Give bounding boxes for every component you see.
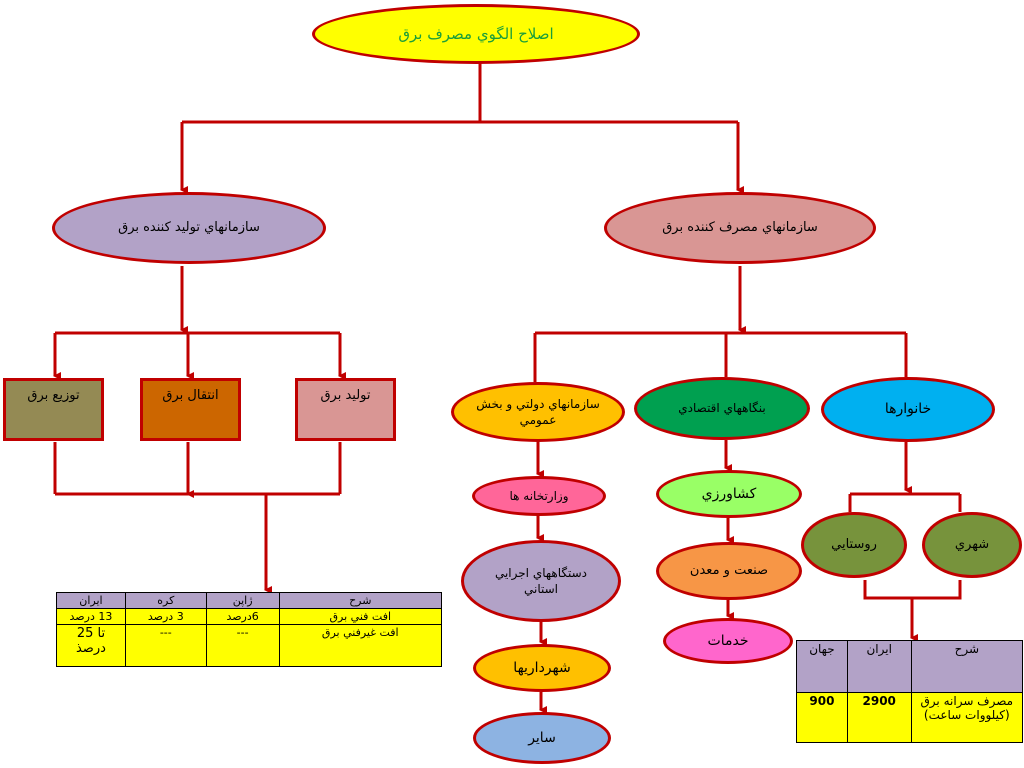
urban-label: شهري bbox=[954, 537, 990, 553]
households-node: خانوارها bbox=[821, 377, 995, 442]
table-cell: 6درصد bbox=[205, 608, 280, 625]
municipalities-label: شهرداريها bbox=[513, 659, 571, 676]
table-header-cell: ايران bbox=[846, 640, 912, 693]
table-cell: --- bbox=[124, 624, 207, 667]
table-cell: افت فني برق bbox=[278, 608, 443, 625]
enterprises-label: بنگاههاي اقتصادي bbox=[678, 401, 766, 416]
table-header-row: شرح ژاپن كره ايران bbox=[56, 592, 443, 609]
other-label: ساير bbox=[528, 729, 556, 746]
ministries-label: وزارتخانه ها bbox=[509, 488, 569, 503]
generation-label: توليد برق bbox=[320, 388, 371, 403]
table-cell: 3 درصد bbox=[124, 608, 207, 625]
table-cell: افت غيرفني برق bbox=[278, 624, 443, 667]
industry-node: صنعت و معدن bbox=[656, 542, 802, 600]
agriculture-label: كشاورزي bbox=[701, 485, 757, 502]
enterprises-node: بنگاههاي اقتصادي bbox=[634, 377, 810, 440]
agencies-node: دستگاههاي اجرايي استاني bbox=[461, 540, 621, 622]
table-cell: تا 25 درصذ bbox=[56, 624, 126, 667]
households-label: خانوارها bbox=[884, 401, 932, 418]
generation-node: توليد برق bbox=[295, 378, 396, 441]
table-cell: --- bbox=[205, 624, 280, 667]
loss-table: شرح ژاپن كره ايران افت فني برق 6درصد 3 د… bbox=[56, 592, 443, 667]
rural-node: روستايي bbox=[801, 512, 907, 578]
table-cell: مصرف سرانه برق (كيلووات ساعت) bbox=[910, 692, 1024, 743]
table-row: افت فني برق 6درصد 3 درصد 13 درصد bbox=[56, 608, 443, 625]
root-label: اصلاح الگوي مصرف برق bbox=[398, 24, 554, 43]
municipalities-node: شهرداريها bbox=[473, 644, 611, 692]
consumers-label: سازمانهاي مصرف كننده برق bbox=[662, 220, 818, 236]
urban-node: شهري bbox=[922, 512, 1022, 578]
rural-label: روستايي bbox=[831, 537, 877, 553]
distribution-label: توزيع برق bbox=[27, 388, 80, 403]
table-cell: 2900 bbox=[846, 692, 912, 743]
agriculture-node: كشاورزي bbox=[656, 470, 802, 518]
services-node: خدمات bbox=[663, 618, 793, 664]
government-node: سازمانهاي دولتي و بخش عمومي bbox=[451, 382, 625, 442]
table-row: افت غيرفني برق --- --- تا 25 درصذ bbox=[56, 624, 443, 667]
transmission-node: انتقال برق bbox=[140, 378, 241, 441]
consumers-node: سازمانهاي مصرف كننده برق bbox=[604, 192, 876, 264]
table-header-row: شرح ايران جهان bbox=[796, 640, 1024, 693]
consumption-table: شرح ايران جهان مصرف سرانه برق (كيلووات س… bbox=[796, 640, 1024, 743]
table-header-cell: شرح bbox=[910, 640, 1024, 693]
producers-label: سازمانهاي توليد كننده برق bbox=[118, 220, 260, 236]
agencies-label: دستگاههاي اجرايي استاني bbox=[494, 565, 588, 596]
table-cell: 13 درصد bbox=[56, 608, 126, 625]
distribution-node: توزيع برق bbox=[3, 378, 104, 441]
services-label: خدمات bbox=[707, 632, 749, 649]
government-label: سازمانهاي دولتي و بخش عمومي bbox=[476, 396, 600, 427]
table-cell: 900 bbox=[796, 692, 848, 743]
producers-node: سازمانهاي توليد كننده برق bbox=[52, 192, 326, 264]
other-node: ساير bbox=[473, 712, 611, 764]
transmission-label: انتقال برق bbox=[162, 388, 219, 403]
ministries-node: وزارتخانه ها bbox=[472, 476, 606, 516]
table-header-cell: ژاپن bbox=[205, 592, 280, 609]
table-header-cell: ايران bbox=[56, 592, 126, 609]
table-header-cell: كره bbox=[124, 592, 207, 609]
root-node: اصلاح الگوي مصرف برق bbox=[312, 4, 640, 64]
table-header-cell: شرح bbox=[278, 592, 443, 609]
industry-label: صنعت و معدن bbox=[689, 563, 769, 579]
table-header-cell: جهان bbox=[796, 640, 848, 693]
table-row: مصرف سرانه برق (كيلووات ساعت) 2900 900 bbox=[796, 692, 1024, 743]
